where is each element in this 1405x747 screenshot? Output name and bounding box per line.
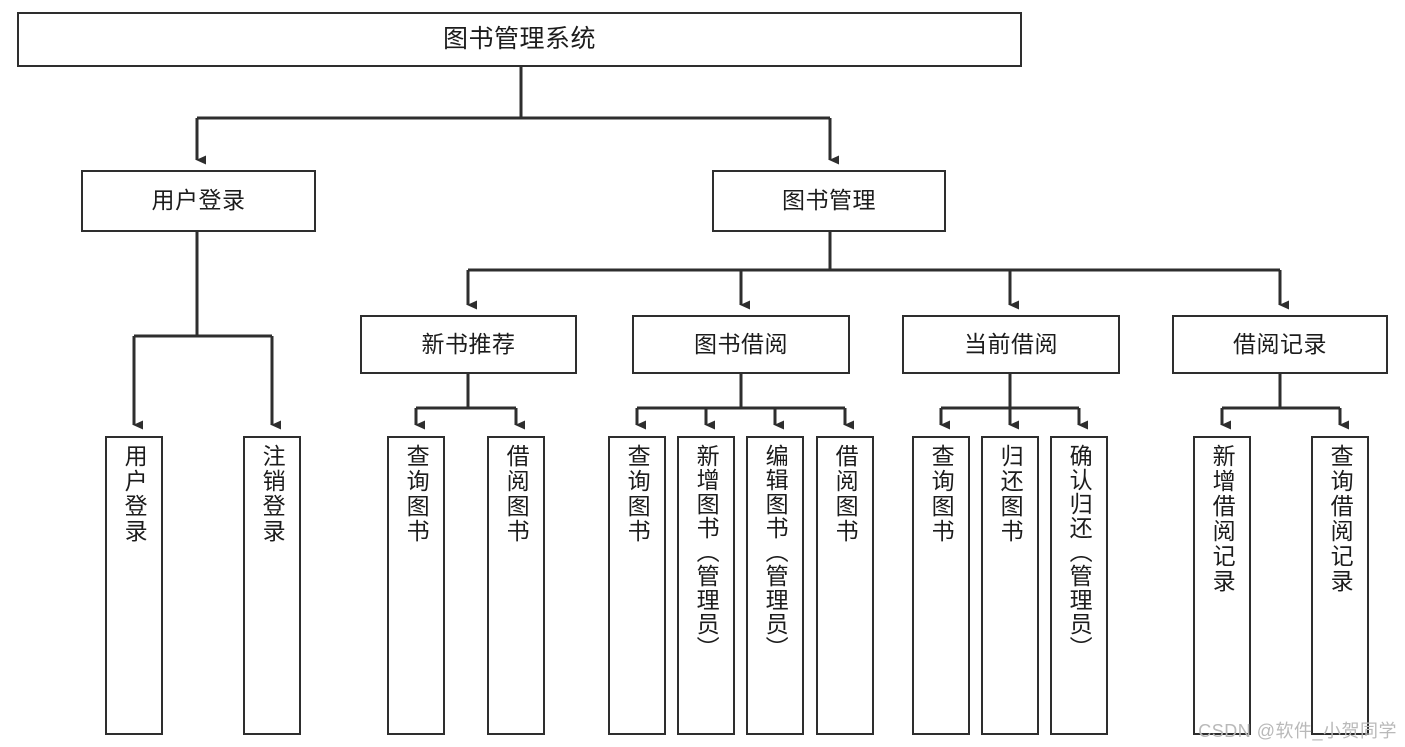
node-label: 图书管理系统 [442,24,596,53]
node-label: 用户登录 [121,444,148,544]
node-leaf-logout-login[interactable]: 注销登录 [243,436,301,735]
node-current-borrow[interactable]: 当前借阅 [902,315,1120,374]
node-user-login[interactable]: 用户登录 [81,170,316,232]
node-label: 归还图书 [997,444,1024,544]
node-borrow-record[interactable]: 借阅记录 [1172,315,1388,374]
node-leaf-add-record[interactable]: 新增借阅记录 [1193,436,1251,735]
node-leaf-borrow-book-1[interactable]: 借阅图书 [487,436,545,735]
node-leaf-confirm-return[interactable]: 确认归还（管理员） [1050,436,1108,735]
node-book-borrow[interactable]: 图书借阅 [632,315,850,374]
node-leaf-user-login[interactable]: 用户登录 [105,436,163,735]
node-label: 确认归还（管理员） [1066,444,1093,660]
node-label: 编辑图书（管理员） [762,444,789,660]
node-label: 当前借阅 [964,330,1058,357]
node-leaf-add-book[interactable]: 新增图书（管理员） [677,436,735,735]
node-label: 借阅图书 [832,444,859,544]
node-label: 借阅图书 [503,444,530,544]
node-leaf-query-book-2[interactable]: 查询图书 [608,436,666,735]
node-book-management[interactable]: 图书管理 [712,170,946,232]
node-label: 注销登录 [259,444,286,544]
csdn-watermark: CSDN @软件_小贺同学 [1198,721,1397,741]
node-leaf-query-record[interactable]: 查询借阅记录 [1311,436,1369,735]
node-label: 查询图书 [624,444,651,544]
node-book-management-system[interactable]: 图书管理系统 [17,12,1022,67]
node-label: 新增图书（管理员） [693,444,720,660]
node-label: 图书管理 [782,187,876,214]
node-leaf-query-book-1[interactable]: 查询图书 [387,436,445,735]
node-leaf-edit-book[interactable]: 编辑图书（管理员） [746,436,804,735]
node-label: 图书借阅 [694,330,788,357]
node-leaf-borrow-book-2[interactable]: 借阅图书 [816,436,874,735]
node-label: 查询图书 [928,444,955,544]
node-label: 用户登录 [151,187,246,214]
node-label: 新书推荐 [421,330,516,357]
node-leaf-query-book-3[interactable]: 查询图书 [912,436,970,735]
node-label: 新增借阅记录 [1209,444,1236,594]
node-leaf-return-book[interactable]: 归还图书 [981,436,1039,735]
node-label: 查询图书 [403,444,430,544]
node-label: 借阅记录 [1233,330,1327,357]
node-new-book-recommend[interactable]: 新书推荐 [360,315,577,374]
node-label: 查询借阅记录 [1327,444,1354,594]
